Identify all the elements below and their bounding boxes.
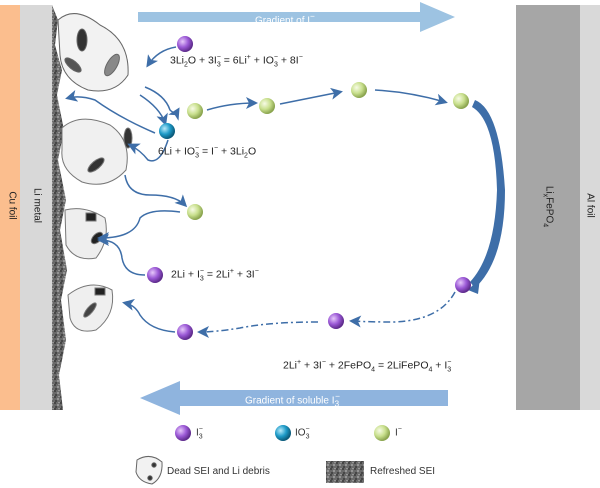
legend-dead-sei-label: Dead SEI and Li debris	[167, 466, 270, 477]
arrow-debris1-to-i-1	[144, 86, 180, 121]
arrow-i1-to-i2	[206, 97, 258, 111]
ball-i3-center	[328, 313, 344, 329]
equation-li-i3: 2Li + I3− = 2Li+ + 3I−	[171, 268, 259, 283]
ball-i3-mid	[147, 267, 163, 283]
arrow-i3-to-debris4	[122, 298, 176, 333]
arrow-i3-to-debris1	[146, 46, 177, 68]
li-metal-panel	[20, 5, 52, 410]
legend-i3-label: I3−	[196, 426, 203, 441]
refreshed-sei-layer	[52, 5, 67, 410]
arrow-i3-return-2	[197, 321, 319, 338]
ball-i-1	[187, 103, 203, 119]
ball-io3	[159, 123, 175, 139]
legend-i-label: I−	[395, 426, 402, 439]
arrow-i3-return-1	[349, 291, 456, 328]
arrow-io3-to-debris2	[127, 139, 169, 162]
legend-i3-ball	[175, 425, 191, 441]
equation-li-io3: 6Li + IO3− = I− + 3Li2O	[158, 145, 257, 160]
dead-sei-debris-3	[64, 208, 107, 260]
dead-sei-debris-1	[57, 13, 129, 92]
legend-io3-label: IO3−	[295, 426, 310, 441]
gradient-i3-arrow	[140, 381, 448, 415]
gradient-i-arrow	[138, 2, 455, 32]
arrow-io3-to-li	[65, 89, 156, 134]
arrow-debris2-to-i	[124, 174, 188, 208]
ball-i-5	[187, 204, 203, 220]
lixfepo4-panel	[516, 5, 580, 410]
legend-dead-sei-icon	[135, 456, 163, 485]
cu-foil-panel	[0, 5, 20, 410]
legend-i-ball	[374, 425, 390, 441]
arrow-i3-to-i4	[374, 89, 448, 106]
gradient-i-label: Gradient of I−	[255, 11, 315, 27]
gradient-i3-label: Gradient of soluble I3−	[245, 391, 341, 409]
ball-i3-left	[177, 324, 193, 340]
ball-i3-top	[177, 36, 193, 52]
arrow-i2-to-i3	[279, 87, 343, 105]
legend-refreshed-sei-label: Refreshed SEI	[370, 466, 436, 477]
ball-i-2	[259, 98, 275, 114]
al-foil-panel	[580, 5, 600, 410]
ball-i3-right	[455, 277, 471, 293]
dead-sei-debris-4	[67, 284, 114, 332]
arrow-debris1-to-io3	[139, 94, 168, 126]
legend-io3-ball	[275, 425, 291, 441]
arrow-i-to-debris3	[97, 210, 181, 244]
ball-i-4	[453, 93, 469, 109]
dead-sei-debris-2	[61, 118, 133, 185]
legend-refreshed-sei-icon	[326, 461, 364, 483]
equation-fepo4: 2Li+ + 3I− + 2FePO4 = 2LiFePO4 + I3−	[283, 359, 452, 374]
arrow-cathode-reduction	[470, 100, 505, 288]
ball-i-3	[351, 82, 367, 98]
arrow-i3-to-debris3	[97, 234, 146, 276]
equation-li2o-i3: 3Li2O + 3I3− = 6Li+ + IO3− + 8I−	[170, 54, 303, 69]
